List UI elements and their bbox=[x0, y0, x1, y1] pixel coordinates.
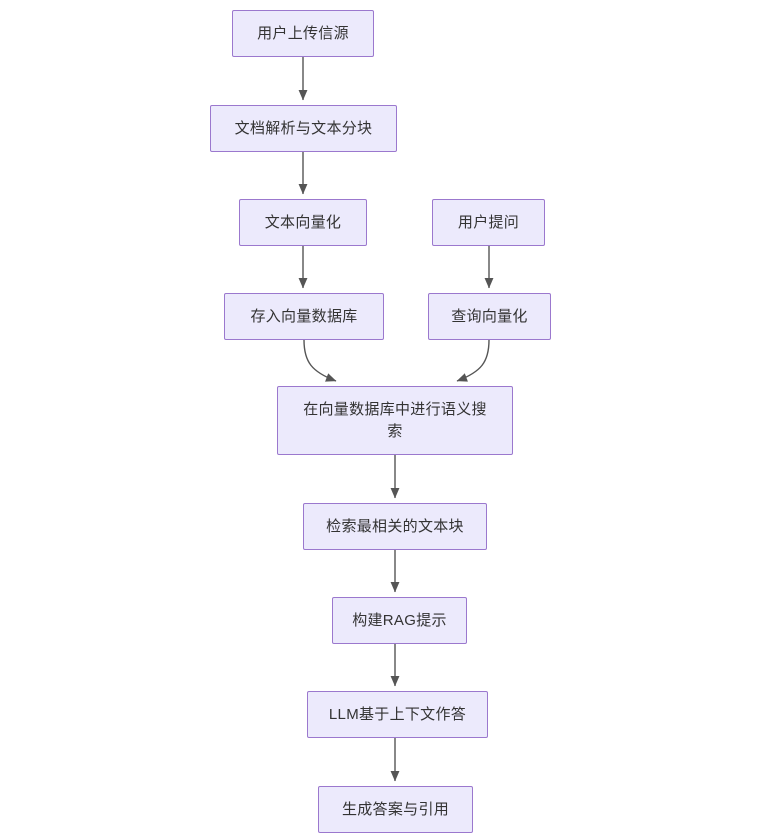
node-semantic-search[interactable]: 在向量数据库中进行语义搜 索 bbox=[277, 386, 513, 455]
node-final-answer-with-citations[interactable]: 生成答案与引用 bbox=[318, 786, 473, 833]
node-parse-and-chunk[interactable]: 文档解析与文本分块 bbox=[210, 105, 397, 152]
node-upload-source[interactable]: 用户上传信源 bbox=[232, 10, 374, 57]
node-query-embedding[interactable]: 查询向量化 bbox=[428, 293, 551, 340]
node-label: 文本向量化 bbox=[264, 213, 342, 231]
node-label: LLM基于上下文作答 bbox=[328, 705, 467, 723]
node-user-question[interactable]: 用户提问 bbox=[432, 199, 545, 246]
node-label: 存入向量数据库 bbox=[250, 307, 358, 325]
node-text-embedding[interactable]: 文本向量化 bbox=[239, 199, 367, 246]
node-label: 用户提问 bbox=[457, 213, 520, 231]
node-label: 用户上传信源 bbox=[257, 24, 349, 42]
node-label: 在向量数据库中进行语义搜 索 bbox=[303, 400, 487, 440]
node-label: 查询向量化 bbox=[451, 307, 528, 325]
node-label: 文档解析与文本分块 bbox=[234, 119, 373, 137]
node-build-rag-prompt[interactable]: 构建RAG提示 bbox=[332, 597, 467, 644]
node-label: 生成答案与引用 bbox=[341, 800, 450, 818]
node-llm-answer-with-context[interactable]: LLM基于上下文作答 bbox=[307, 691, 488, 738]
node-retrieve-relevant-chunks[interactable]: 检索最相关的文本块 bbox=[303, 503, 487, 550]
node-label: 检索最相关的文本块 bbox=[326, 517, 464, 535]
node-label: 构建RAG提示 bbox=[352, 611, 447, 629]
edge-store-to-search bbox=[303, 339, 337, 382]
edge-query-embed-to-search bbox=[456, 339, 490, 382]
node-store-vector-db[interactable]: 存入向量数据库 bbox=[224, 293, 384, 340]
